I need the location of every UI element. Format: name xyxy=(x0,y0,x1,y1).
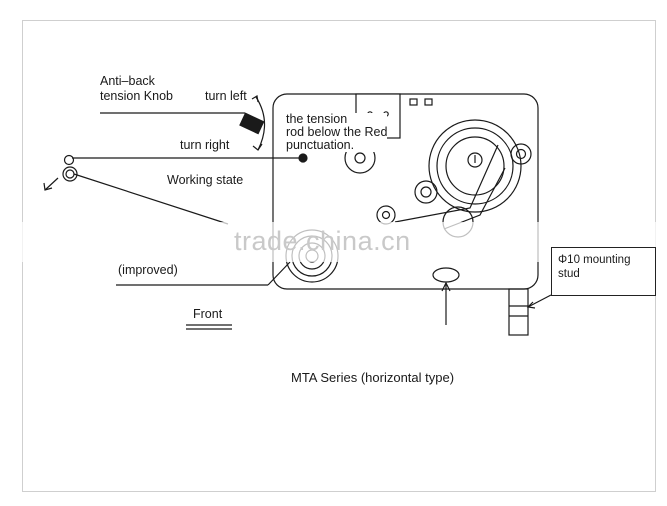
turn-left-label: turn left xyxy=(205,89,247,103)
mounting-stud-label: Φ10 mounting stud xyxy=(558,254,631,280)
anti-back-knob-label: Anti–back tension Knob xyxy=(100,74,173,103)
improved-label: (improved) xyxy=(118,263,178,277)
diagram-caption: MTA Series (horizontal type) xyxy=(291,370,455,385)
anti-back-knob-graphic xyxy=(239,95,266,151)
working-state-label: Working state xyxy=(167,173,244,187)
mounting-stud xyxy=(508,288,529,336)
housing-body xyxy=(272,93,539,290)
main-wheel xyxy=(428,119,522,213)
watermark-text: trade.china.cn xyxy=(234,226,411,256)
mounting-stud-callout: Φ10 mounting stud xyxy=(551,247,656,296)
right-guide-pulley xyxy=(510,143,532,165)
tension-rod-note: the tension rod below the Red punctuatio… xyxy=(286,112,388,152)
thread-eyelet xyxy=(63,154,75,166)
bottom-slot xyxy=(432,267,460,283)
front-label: Front xyxy=(193,307,223,321)
lower-guide-pulley xyxy=(414,180,438,204)
turn-right-label: turn right xyxy=(180,138,230,152)
